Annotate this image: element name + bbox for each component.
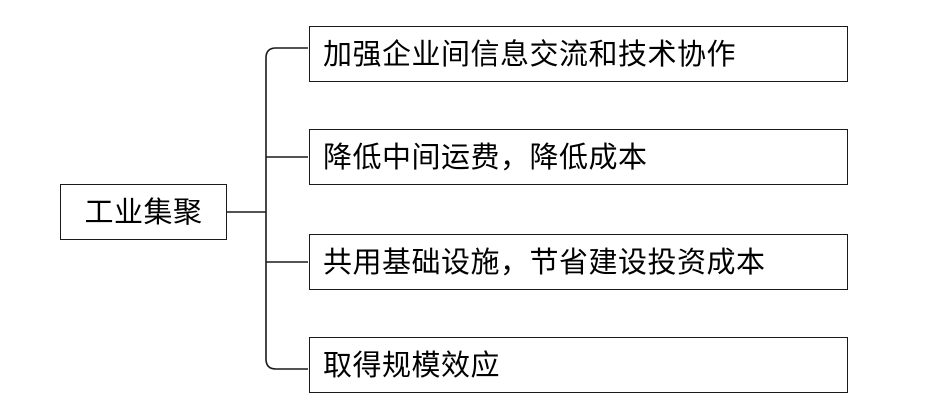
root-node: 工业集聚 [60,184,227,240]
bracket-spine [265,47,308,370]
root-node-label: 工业集聚 [84,194,203,229]
branch-node-label: 共用基础设施，节省建设投资成本 [323,244,766,279]
branch-node-3: 共用基础设施，节省建设投资成本 [309,234,848,290]
branch-node-label: 取得规模效应 [323,347,501,382]
branch-node-1: 加强企业间信息交流和技术协作 [309,26,848,82]
branch-node-label: 加强企业间信息交流和技术协作 [323,36,737,71]
branch-node-2: 降低中间运费，降低成本 [309,129,848,185]
branch-node-4: 取得规模效应 [309,337,848,393]
branch-node-label: 降低中间运费，降低成本 [323,139,648,174]
